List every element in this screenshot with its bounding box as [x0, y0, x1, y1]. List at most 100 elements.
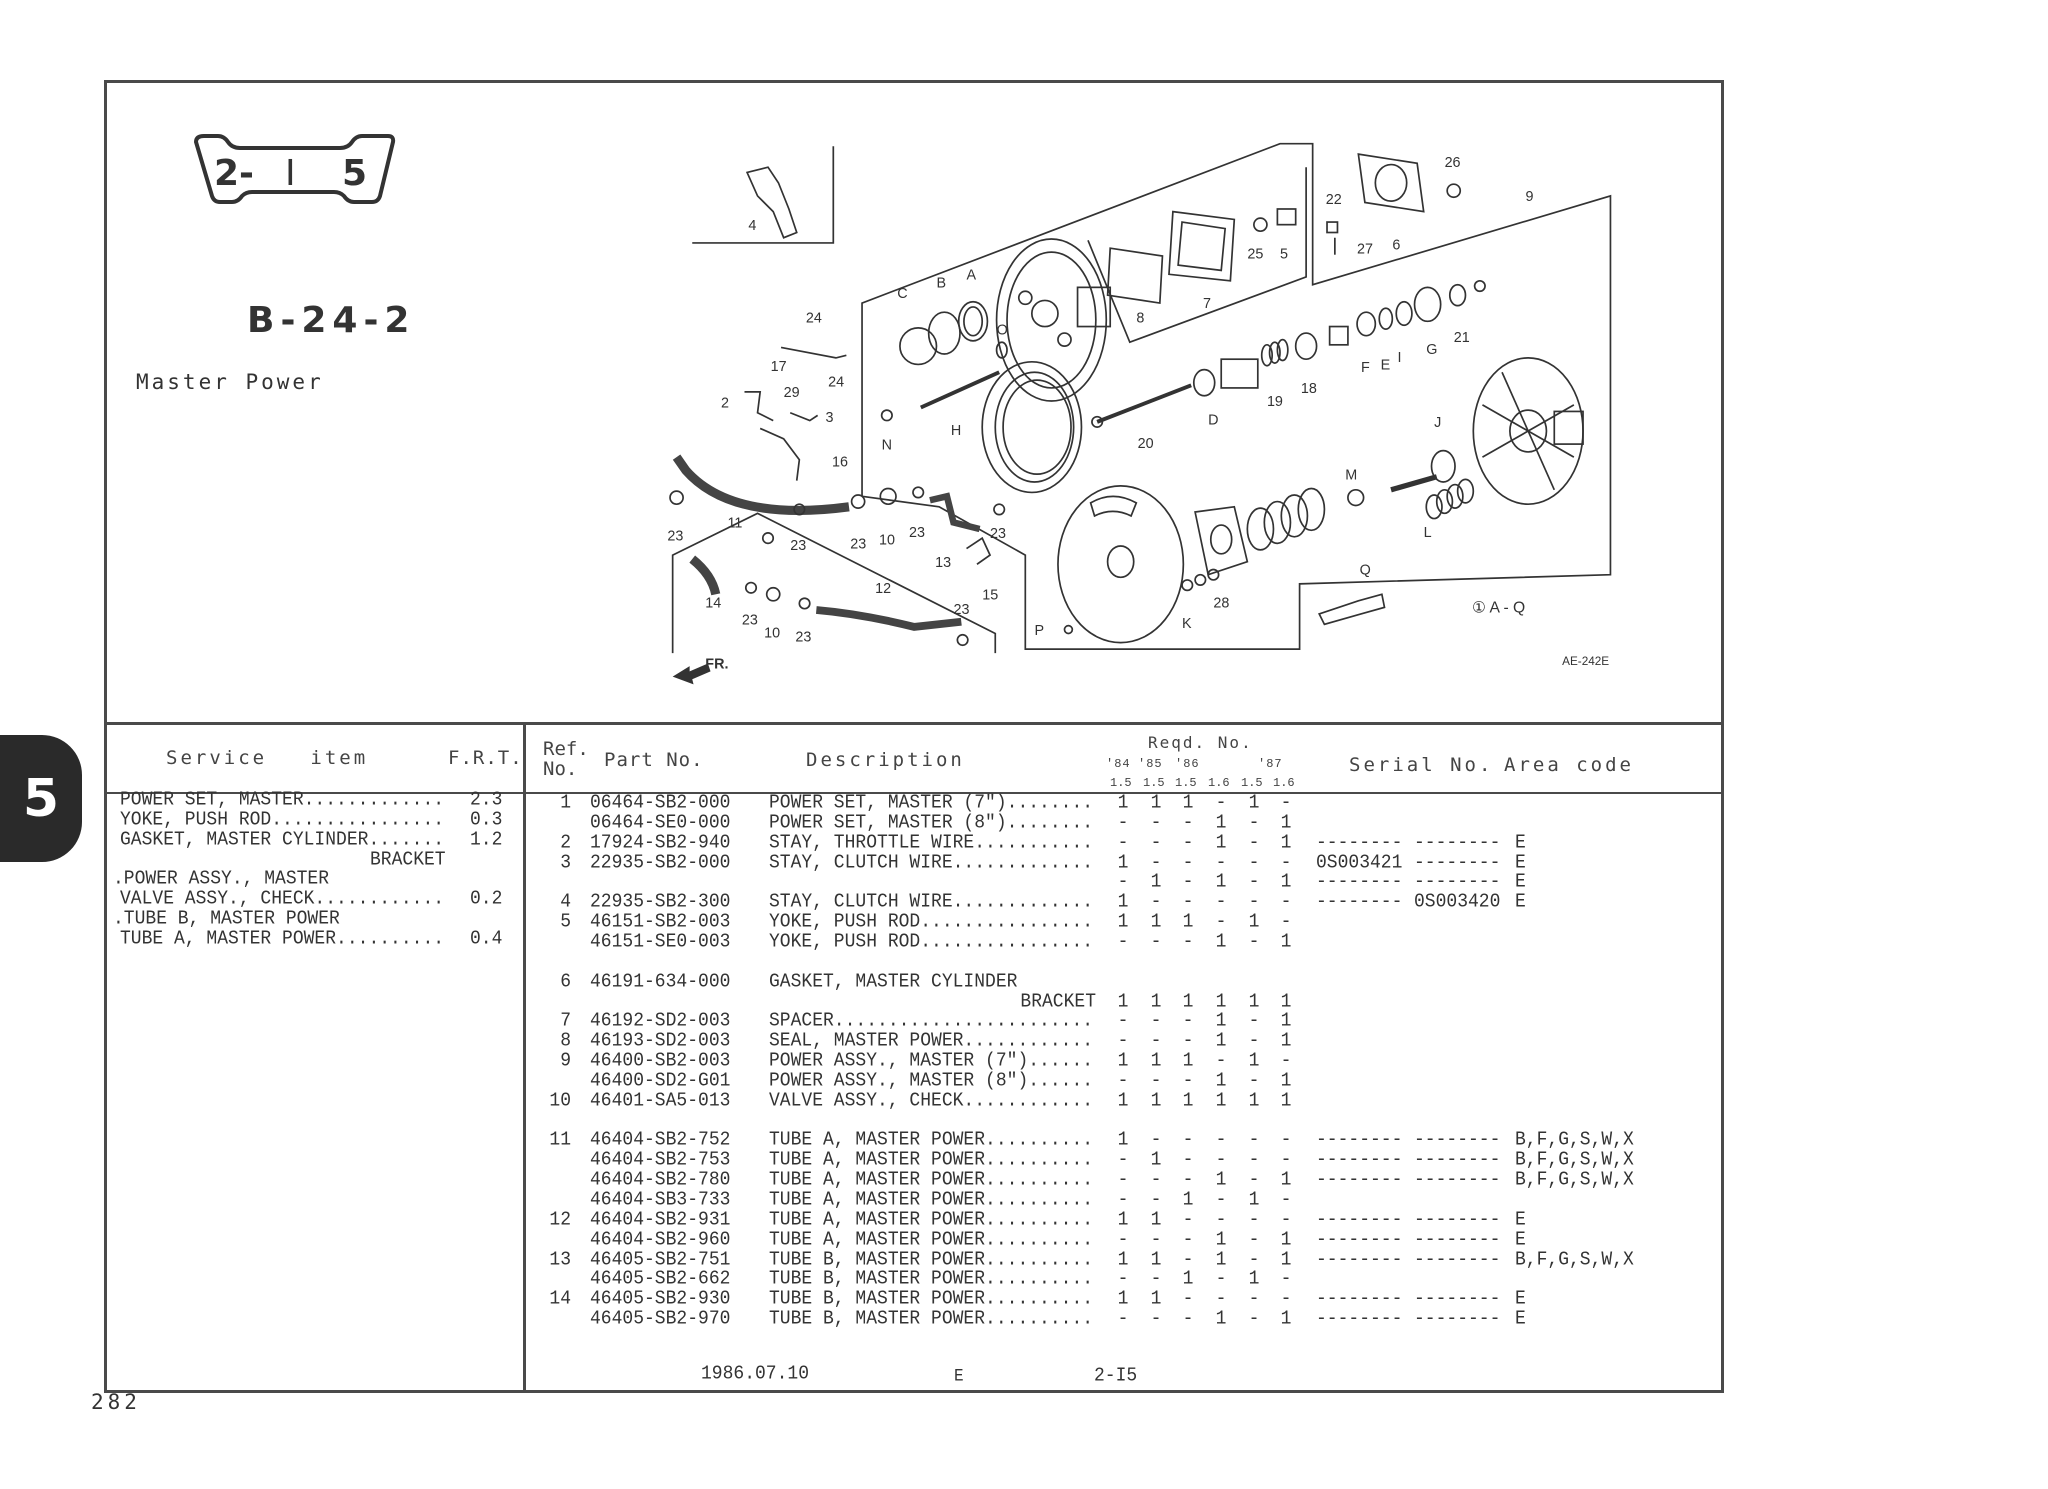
- frt-value: 1.2: [470, 828, 503, 851]
- ref-no: 3: [560, 851, 571, 874]
- required-qty: -: [1150, 812, 1162, 834]
- required-qty: -: [1280, 792, 1292, 814]
- callout-label: 5: [1280, 247, 1288, 263]
- required-qty: 1: [1280, 1030, 1292, 1052]
- section-tab[interactable]: 5: [0, 735, 82, 862]
- required-qty: 1: [1117, 1050, 1129, 1072]
- part-description: YOKE, PUSH ROD................: [769, 911, 1094, 933]
- part-number: 46400-SD2-G01: [590, 1070, 731, 1092]
- required-qty: 1: [1215, 1228, 1227, 1251]
- page-frame: [104, 80, 1724, 1393]
- part-description: VALVE ASSY., CHECK............: [769, 1089, 1094, 1112]
- callout-label: 15: [982, 588, 998, 604]
- required-qty: 1: [1150, 1050, 1162, 1072]
- frt-value: 0.4: [470, 928, 503, 950]
- callout-label: 26: [1445, 155, 1461, 171]
- part-number: 46404-SB2-931: [590, 1209, 731, 1231]
- required-qty: 1: [1150, 1149, 1162, 1172]
- callout-label: 17: [771, 359, 787, 375]
- model-year-header: '87: [1258, 757, 1283, 771]
- required-qty: -: [1248, 831, 1260, 854]
- required-qty: -: [1248, 1030, 1260, 1052]
- part-description: TUBE A, MASTER POWER..........: [769, 1228, 1094, 1251]
- required-qty: 1: [1117, 1089, 1129, 1112]
- required-qty: 1: [1280, 1070, 1292, 1092]
- callout-label: 23: [953, 602, 969, 618]
- required-qty: 1: [1117, 891, 1129, 914]
- callout-label: F: [1361, 360, 1370, 376]
- required-qty: -: [1182, 1030, 1194, 1052]
- required-qty: 1: [1150, 990, 1162, 1013]
- serial-to: --------: [1414, 1169, 1501, 1191]
- callout-label: 22: [1326, 192, 1342, 208]
- required-qty: 1: [1215, 990, 1227, 1013]
- required-qty: -: [1248, 1228, 1260, 1251]
- illustration-code: AE-242E: [1562, 655, 1609, 668]
- required-qty: 1: [1215, 1070, 1227, 1092]
- part-number: 06464-SB2-000: [590, 792, 731, 814]
- callout-label: M: [1345, 467, 1357, 483]
- required-qty: -: [1215, 1189, 1227, 1211]
- serial-from: --------: [1316, 1308, 1403, 1330]
- callout-label: O: [997, 322, 1008, 338]
- part-description: TUBE A, MASTER POWER..........: [769, 1149, 1094, 1172]
- ref-header-2: No.: [543, 758, 578, 780]
- callout-label: 14: [705, 595, 721, 611]
- ref-no: 6: [560, 970, 571, 993]
- required-qty: -: [1150, 1010, 1162, 1033]
- required-qty: -: [1215, 891, 1227, 914]
- required-qty: -: [1150, 831, 1162, 854]
- ref-no: 13: [549, 1248, 571, 1271]
- required-qty: 1: [1248, 1268, 1260, 1291]
- required-qty: -: [1117, 931, 1129, 953]
- required-qty: 1: [1280, 1089, 1292, 1112]
- area-code-header: Area code: [1504, 754, 1634, 776]
- serial-from: --------: [1316, 1209, 1403, 1231]
- required-qty: 1: [1117, 911, 1129, 933]
- serial-from: 0S003421: [1316, 851, 1403, 874]
- serial-no-header: Serial No.: [1349, 754, 1494, 776]
- part-number: 46192-SD2-003: [590, 1010, 731, 1033]
- ref-no: 4: [560, 891, 571, 914]
- area-code: E: [1515, 891, 1526, 914]
- part-description: TUBE B, MASTER POWER..........: [769, 1248, 1094, 1271]
- area-code: E: [1515, 831, 1526, 854]
- required-qty: 1: [1280, 1228, 1292, 1251]
- callout-label: 6: [1392, 237, 1400, 253]
- model-year-header: '84: [1106, 757, 1131, 771]
- page-number: 282: [91, 1390, 141, 1414]
- frt-value: 0.2: [470, 888, 503, 911]
- required-qty: 1: [1117, 990, 1129, 1013]
- service-item: .TUBE B, MASTER POWER: [113, 908, 340, 930]
- required-qty: 1: [1248, 990, 1260, 1013]
- part-description-cont: BRACKET: [1020, 990, 1097, 1013]
- column-divider: [523, 722, 526, 1393]
- required-qty: 1: [1182, 1089, 1194, 1112]
- part-description: TUBE A, MASTER POWER..........: [769, 1189, 1094, 1211]
- required-qty: -: [1215, 1268, 1227, 1291]
- required-qty: 1: [1150, 1288, 1162, 1311]
- badge-mid: I: [285, 153, 296, 194]
- ref-no: 9: [560, 1050, 571, 1072]
- part-number: 22935-SB2-000: [590, 851, 731, 874]
- required-qty: 1: [1117, 1209, 1129, 1231]
- required-qty: -: [1182, 931, 1194, 953]
- ref-no: 14: [549, 1288, 571, 1311]
- required-qty: -: [1182, 871, 1194, 894]
- ref-no: 11: [549, 1129, 571, 1152]
- area-code: B,F,G,S,W,X: [1515, 1169, 1634, 1191]
- area-code: B,F,G,S,W,X: [1515, 1248, 1634, 1271]
- required-qty: -: [1280, 891, 1292, 914]
- required-qty: -: [1182, 1010, 1194, 1033]
- part-description: POWER SET, MASTER (7")........: [769, 792, 1094, 814]
- part-number: 46404-SB3-733: [590, 1189, 731, 1211]
- part-number: 46404-SB2-752: [590, 1129, 731, 1152]
- required-qty: -: [1215, 1129, 1227, 1152]
- required-qty: -: [1280, 1268, 1292, 1291]
- required-qty: 1: [1248, 1050, 1260, 1072]
- required-qty: -: [1117, 1010, 1129, 1033]
- callout-label: 10: [879, 533, 895, 549]
- area-code: B,F,G,S,W,X: [1515, 1149, 1634, 1172]
- service-item: VALVE ASSY., CHECK............: [120, 888, 445, 911]
